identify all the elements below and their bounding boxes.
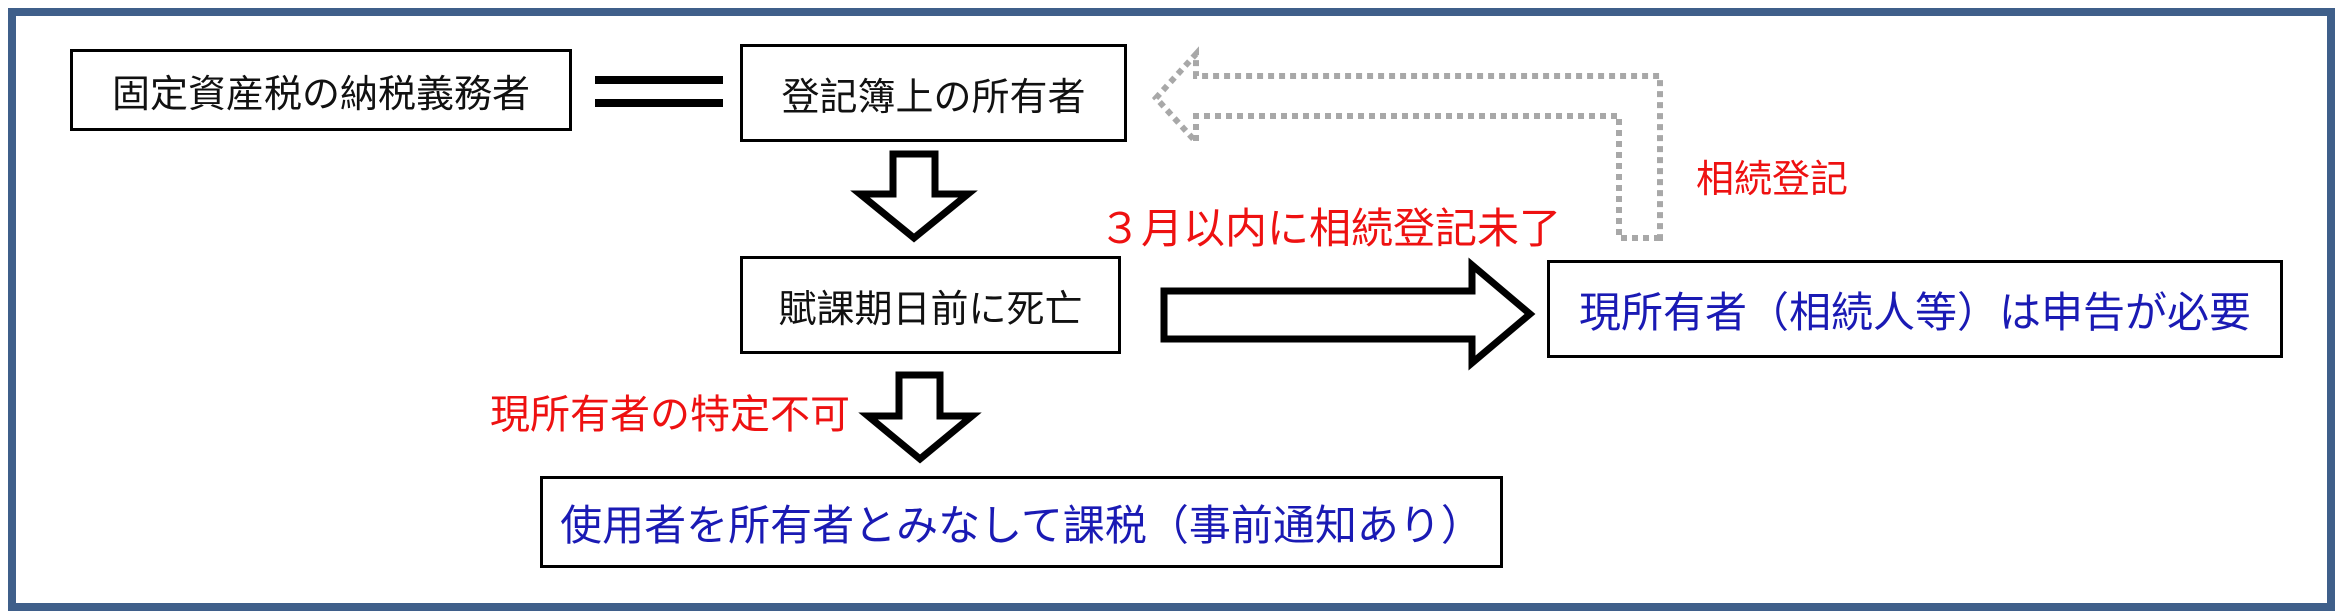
node-taxpayer: 固定資産税の納税義務者 bbox=[70, 49, 572, 131]
node-registered-owner: 登記簿上の所有者 bbox=[740, 44, 1127, 142]
label-owner-unidentified: 現所有者の特定不可 bbox=[490, 392, 850, 438]
dotted-return-arrow bbox=[1151, 46, 1663, 241]
node-death-label: 賦課期日前に死亡 bbox=[778, 286, 1083, 331]
node-death: 賦課期日前に死亡 bbox=[740, 256, 1121, 354]
label-inheritance-registration: 相続登記 bbox=[1696, 157, 1849, 201]
node-current-owner-report: 現所有者（相続人等）は申告が必要 bbox=[1547, 260, 2283, 358]
node-taxpayer-label: 固定資産税の納税義務者 bbox=[111, 71, 530, 116]
right-arrow bbox=[1160, 257, 1536, 371]
node-registered-owner-label: 登記簿上の所有者 bbox=[781, 74, 1086, 119]
equals-sign bbox=[595, 76, 723, 107]
down-arrow-2 bbox=[858, 371, 982, 464]
node-current-owner-report-label: 現所有者（相続人等）は申告が必要 bbox=[1578, 287, 2251, 337]
node-user-taxation: 使用者を所有者とみなして課税（事前通知あり） bbox=[540, 476, 1503, 568]
down-arrow-1 bbox=[850, 150, 978, 243]
node-user-taxation-label: 使用者を所有者とみなして課税（事前通知あり） bbox=[560, 500, 1483, 550]
label-not-registered-3months: ３月以内に相続登記未了 bbox=[1099, 204, 1562, 253]
